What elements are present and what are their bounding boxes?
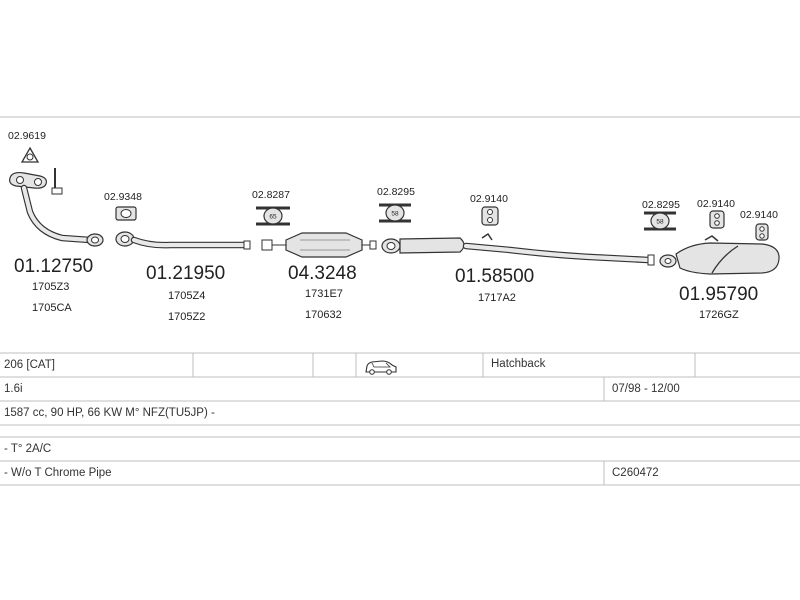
spec-note-2: - W/o T Chrome Pipe [4,467,112,479]
ref-rear-silencer-1: 1726GZ [699,309,739,321]
ref-center-silencer-1: 1717A2 [478,292,516,304]
fitting-label-clamp-4: 02.8295 [642,199,680,211]
ref-downpipe-2: 1705CA [32,302,72,314]
spec-note-1: - T° 2A/C [4,443,51,455]
spec-engine: 1.6i [4,383,23,395]
part-number-center-silencer: 01.58500 [455,266,534,287]
ring-mark-1: 65 [269,214,277,221]
fitting-label-hanger-1: 02.9140 [470,193,508,205]
ref-catalyst-2: 170632 [305,309,342,321]
center-silencer-part[interactable] [381,232,655,266]
car-icon [365,360,397,375]
part-number-front-pipe: 01.21950 [146,263,225,284]
gasket-icon [20,146,40,163]
fitting-label-clamp-2: 02.8287 [252,189,290,201]
spec-code: C260472 [612,467,659,479]
clamp-icon-1 [115,206,137,221]
ring-clamp-icon-3: 58 [644,211,676,231]
spec-details: 1587 cc, 90 HP, 66 KW M° NFZ(TU5JP) - [4,407,215,419]
front-pipe-flange [115,231,135,247]
front-pipe-part[interactable] [115,231,251,250]
spec-body: Hatchback [491,358,546,370]
hanger-icon-1 [481,206,499,226]
fitting-label-clamp-1: 02.9348 [104,191,142,203]
fitting-label-clamp-3: 02.8295 [377,186,415,198]
hanger-icon-3 [755,223,769,241]
ref-catalyst-1: 1731E7 [305,288,343,300]
flange-icon [9,171,47,189]
rear-silencer-part[interactable] [659,235,780,275]
spec-table: 206 [CAT] Hatchback 1.6i 07/98 - 12/00 1… [0,352,800,486]
spec-years: 07/98 - 12/00 [612,383,680,395]
part-number-rear-silencer: 01.95790 [679,284,758,305]
catalyst-part[interactable] [261,232,377,258]
spec-model: 206 [CAT] [4,359,55,371]
downpipe-end-flange [86,233,104,247]
ref-front-pipe-1: 1705Z4 [168,290,205,302]
hanger-icon-2 [709,210,725,229]
fitting-label-hanger-3: 02.9140 [740,209,778,221]
downpipe-part[interactable] [9,146,104,247]
fitting-label-hanger-2: 02.9140 [697,198,735,210]
part-number-catalyst: 04.3248 [288,263,357,284]
ref-downpipe-1: 1705Z3 [32,281,69,293]
part-number-downpipe: 01.12750 [14,256,93,277]
ring-clamp-icon-2: 58 [379,203,411,223]
fitting-label-gasket: 02.9619 [8,130,46,142]
ring-mark-3: 58 [656,219,664,226]
stud-icon [51,168,63,195]
ring-clamp-icon-1: 65 [256,206,290,226]
ring-mark-2: 58 [391,211,399,218]
ref-front-pipe-2: 1705Z2 [168,311,205,323]
